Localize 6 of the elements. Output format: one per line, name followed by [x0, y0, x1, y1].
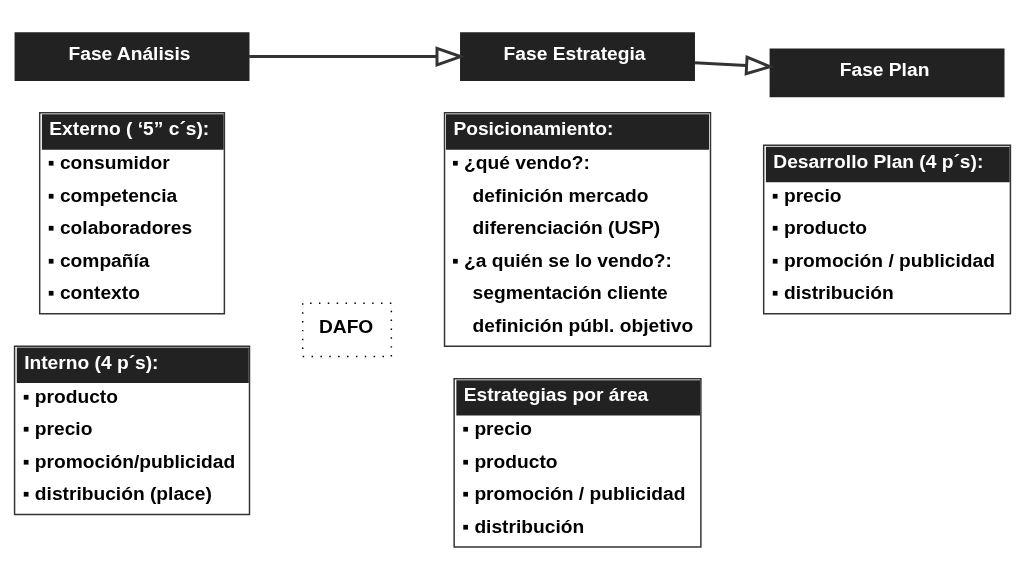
node-box: Fase Estrategia: [460, 32, 695, 81]
node-box: Fase Análisis: [14, 32, 250, 81]
arrow: [694, 55, 775, 76]
node-box: Fase Plan: [769, 48, 1005, 98]
arrow: [249, 46, 466, 67]
node-box: DAFO: [301, 302, 393, 358]
